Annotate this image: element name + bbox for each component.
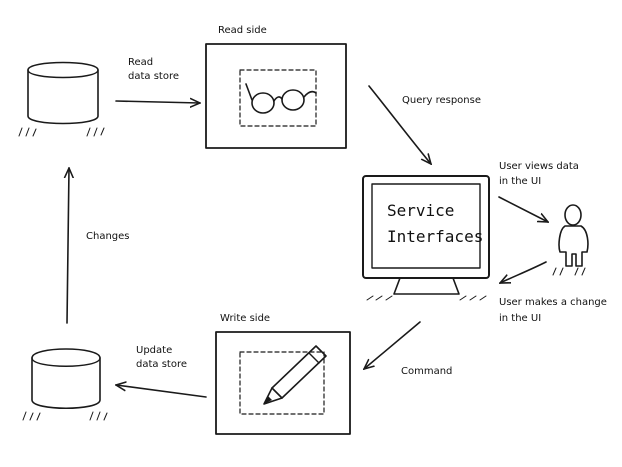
read-store-cylinder-icon: [18, 61, 105, 137]
arrow-update-store: [116, 385, 207, 398]
write-side-box: [215, 331, 351, 435]
read-data-store-label-line2: data store: [128, 71, 179, 82]
update-data-store-label-line1: Update: [136, 345, 173, 356]
service-interfaces-label-line2: Interfaces: [387, 227, 484, 246]
arrow-changes: [67, 168, 69, 324]
user-change-label-line2: in the UI: [499, 313, 542, 324]
write-side-label: Write side: [220, 313, 271, 324]
read-data-store-label-line1: Read: [128, 57, 154, 68]
command-label: Command: [401, 366, 453, 377]
monitor-icon: [362, 175, 490, 301]
read-side-label: Read side: [218, 25, 267, 36]
changes-label: Changes: [86, 231, 130, 242]
arrow-user-views: [498, 196, 548, 222]
update-data-store-label-line2: data store: [136, 359, 187, 370]
query-response-label: Query response: [402, 95, 481, 106]
glasses-icon: [245, 83, 317, 114]
pencil-icon: [263, 345, 327, 405]
service-interfaces-label-line1: Service: [387, 201, 455, 220]
arrow-query-response: [368, 85, 431, 164]
user-views-label-line1: User views data: [499, 161, 579, 172]
user-views-label-line2: in the UI: [499, 176, 542, 187]
read-side-box: [205, 43, 347, 149]
arrow-read-store-to-read-side: [115, 101, 200, 103]
user-change-label-line1: User makes a change: [499, 297, 607, 308]
arrow-user-change: [500, 261, 547, 283]
write-store-cylinder-icon: [22, 348, 108, 421]
arrow-command: [364, 321, 421, 369]
person-icon: [552, 204, 589, 276]
